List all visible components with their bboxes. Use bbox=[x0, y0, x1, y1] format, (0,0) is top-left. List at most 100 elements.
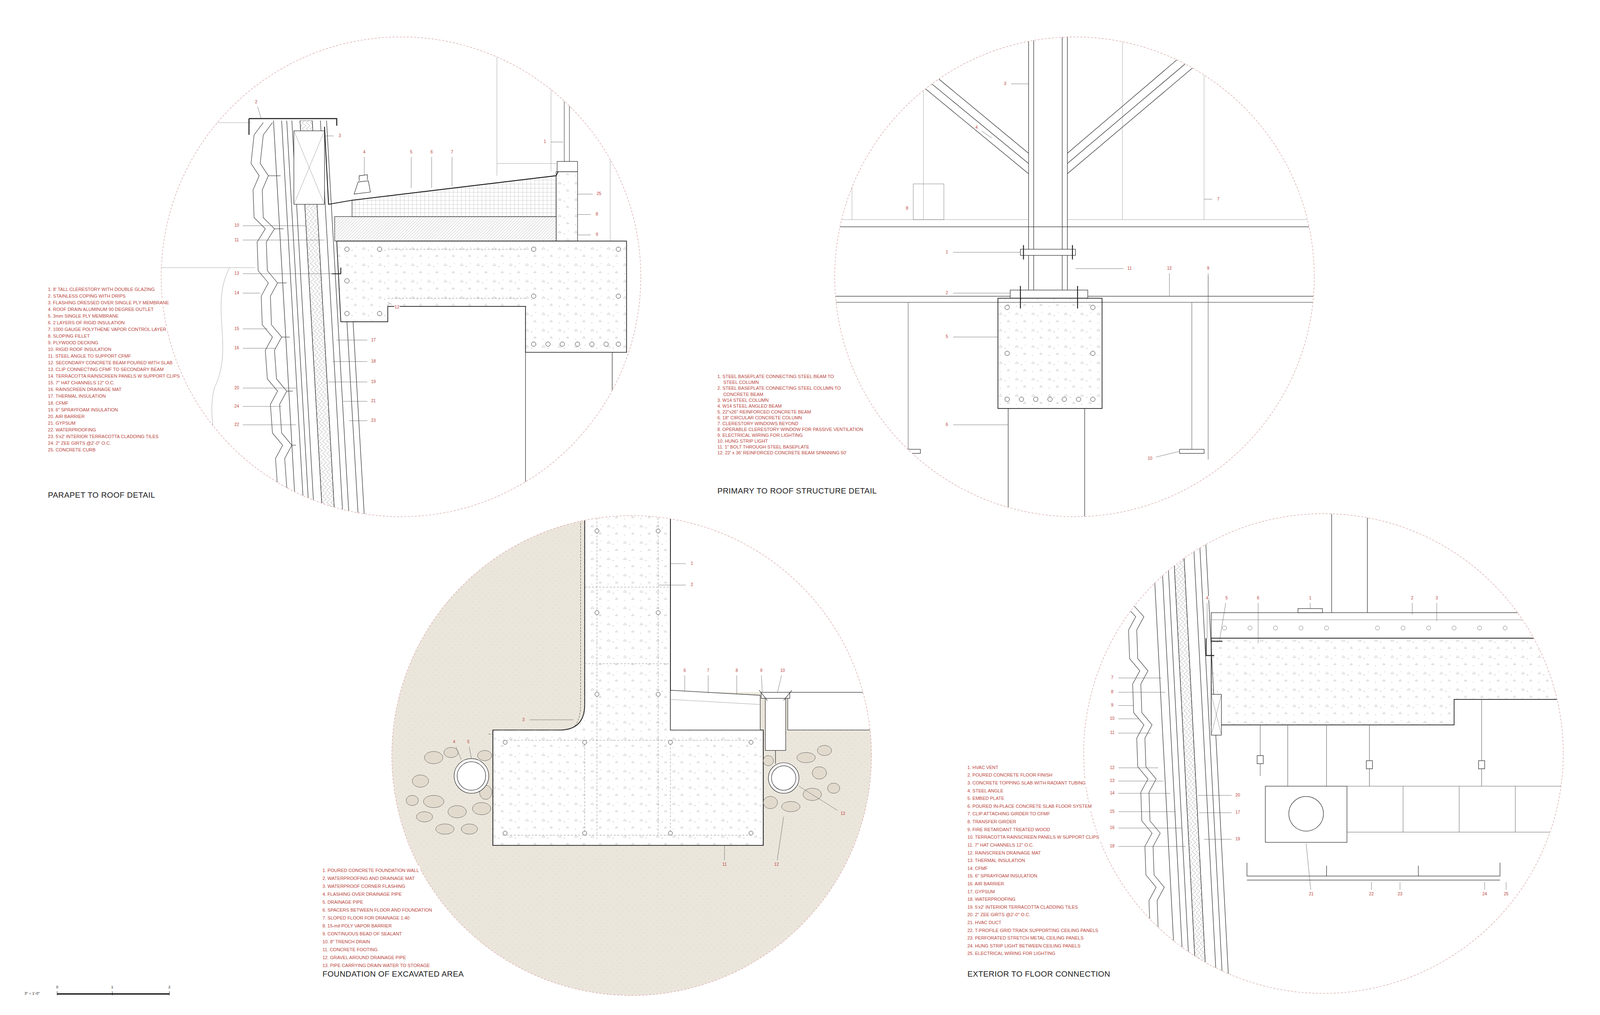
rebar bbox=[502, 510, 753, 835]
leader-line bbox=[777, 675, 782, 693]
rebar bbox=[344, 278, 350, 283]
angled-beam bbox=[867, 40, 1029, 174]
clerestory-mullion bbox=[211, 267, 230, 516]
callout-number: 24 bbox=[234, 404, 240, 409]
callout-number: 12 bbox=[1109, 765, 1115, 770]
radiant-tubing bbox=[1222, 625, 1227, 630]
callout-number: 2 bbox=[1410, 595, 1415, 600]
callout-number: 4 bbox=[452, 739, 456, 744]
concrete-beam bbox=[997, 297, 1103, 408]
note-text: 1. POURED CONCRETE FOUNDATION WALL bbox=[322, 866, 420, 875]
rebar bbox=[749, 830, 754, 835]
leader-line bbox=[529, 719, 574, 720]
callout-number: 7 bbox=[1110, 675, 1115, 680]
drainage-pipe bbox=[454, 758, 489, 793]
leader-line bbox=[777, 816, 784, 860]
parapet-drawing bbox=[161, 30, 627, 521]
detail-title: PRIMARY TO ROOF STRUCTURE DETAIL bbox=[717, 486, 878, 496]
leader-line bbox=[1118, 811, 1176, 812]
leader-line bbox=[1118, 845, 1186, 847]
leader-lines bbox=[0, 0, 1507, 890]
note-text: 21. GYPSUM bbox=[47, 419, 77, 427]
note-text: 11. 7" HAT CHANNELS 12" O.C. bbox=[967, 840, 1035, 849]
rebar bbox=[1005, 350, 1010, 356]
scale-label: 2 bbox=[168, 985, 171, 989]
leader-line bbox=[1118, 827, 1182, 828]
scale-bar bbox=[57, 990, 170, 995]
rebar bbox=[749, 740, 754, 745]
note-text: 6. SPACERS BETWEEN FLOOR AND FOUNDATION bbox=[322, 905, 433, 914]
note-text: 3. W14 STEEL COLUMN bbox=[717, 397, 770, 403]
note-text: 14. TERRACOTTA RAINSCREEN PANELS W SUPPO… bbox=[47, 372, 181, 380]
leader-line bbox=[761, 675, 763, 692]
rebar bbox=[1090, 305, 1095, 310]
note-text: 9. PLYWOOD DECKING bbox=[47, 339, 100, 346]
leader-line bbox=[242, 292, 261, 294]
rebar bbox=[582, 740, 587, 745]
scale-bar bbox=[57, 992, 170, 995]
leader-line bbox=[577, 214, 591, 215]
rebar bbox=[603, 341, 609, 347]
concrete-slab bbox=[336, 240, 627, 353]
note-text: 25. CONCRETE CURB bbox=[47, 446, 97, 453]
callout-number: 3 bbox=[522, 717, 526, 722]
radiant-tubing bbox=[1452, 625, 1457, 630]
rebar bbox=[531, 247, 536, 252]
rebar bbox=[668, 830, 673, 835]
callout-number: 5 bbox=[1225, 595, 1229, 600]
note-text: 2. POURED CONCRETE FLOOR FINISH bbox=[967, 770, 1054, 779]
leader-line bbox=[1118, 705, 1134, 706]
callout-number: 3 bbox=[338, 133, 342, 138]
rebar bbox=[589, 341, 595, 347]
gravel bbox=[763, 796, 778, 809]
rebar bbox=[1019, 397, 1024, 402]
rebar bbox=[377, 311, 383, 316]
callout-number: 14 bbox=[234, 290, 240, 295]
rebar bbox=[595, 692, 600, 697]
note-text: 9. ELECTRICAL WIRING FOR LIGHTING bbox=[717, 432, 804, 438]
callout-number: 9 bbox=[1206, 266, 1210, 271]
callout-number: 14 bbox=[1109, 790, 1115, 795]
parapet-framing bbox=[293, 130, 325, 205]
callout-number: 10 bbox=[780, 668, 786, 673]
ceiling-panel bbox=[1347, 785, 1569, 832]
rebar bbox=[575, 341, 580, 347]
clerestory-window bbox=[834, 30, 1317, 220]
clerestory-mullion bbox=[161, 30, 611, 268]
radiant-tubing bbox=[1222, 625, 1559, 630]
gravel bbox=[812, 766, 827, 779]
rebar bbox=[344, 311, 350, 316]
note-text: 25. ELECTRICAL WIRING FOR LIGHTING bbox=[967, 949, 1057, 958]
callout-number: 21 bbox=[1308, 891, 1314, 896]
leader-line bbox=[455, 746, 462, 760]
gravel bbox=[472, 802, 491, 815]
callout-number: 4 bbox=[362, 150, 367, 155]
callout-number: 9 bbox=[595, 232, 599, 237]
callout-number: 5 bbox=[466, 739, 470, 744]
rebar bbox=[616, 293, 621, 299]
gravel bbox=[412, 774, 429, 787]
leader-line bbox=[242, 424, 296, 425]
callout-number: 1 bbox=[1308, 595, 1313, 600]
leader-line bbox=[952, 252, 1021, 253]
foundation-wall bbox=[492, 510, 764, 845]
drainage-pipe bbox=[771, 765, 796, 790]
notes-list: 1. 8' TALL CLERESTORY WITH DOUBLE GLAZIN… bbox=[47, 285, 181, 453]
radiant-tubing bbox=[1273, 625, 1278, 630]
note-text: 10. RIGID ROOF INSULATION bbox=[47, 345, 113, 353]
callout-number: 18 bbox=[1109, 843, 1115, 848]
hanger bbox=[1260, 699, 1482, 786]
leader-line bbox=[364, 156, 365, 176]
callout-number: 6 bbox=[1256, 595, 1260, 600]
callout-number: 10 bbox=[1109, 716, 1115, 721]
rebar bbox=[582, 830, 587, 835]
floor-drawing bbox=[1122, 510, 1569, 999]
callout-number: 21 bbox=[370, 398, 377, 403]
leader-line bbox=[1412, 602, 1413, 615]
callout-number: 17 bbox=[1235, 810, 1241, 815]
radiant-tubing bbox=[1247, 625, 1253, 630]
note-text: 7. SLOPED FLOOR FOR DRAINAGE 1:40 bbox=[322, 913, 411, 922]
baseplate bbox=[1020, 249, 1076, 256]
leader-line bbox=[1118, 780, 1164, 781]
radiant-tubing bbox=[1477, 625, 1482, 630]
